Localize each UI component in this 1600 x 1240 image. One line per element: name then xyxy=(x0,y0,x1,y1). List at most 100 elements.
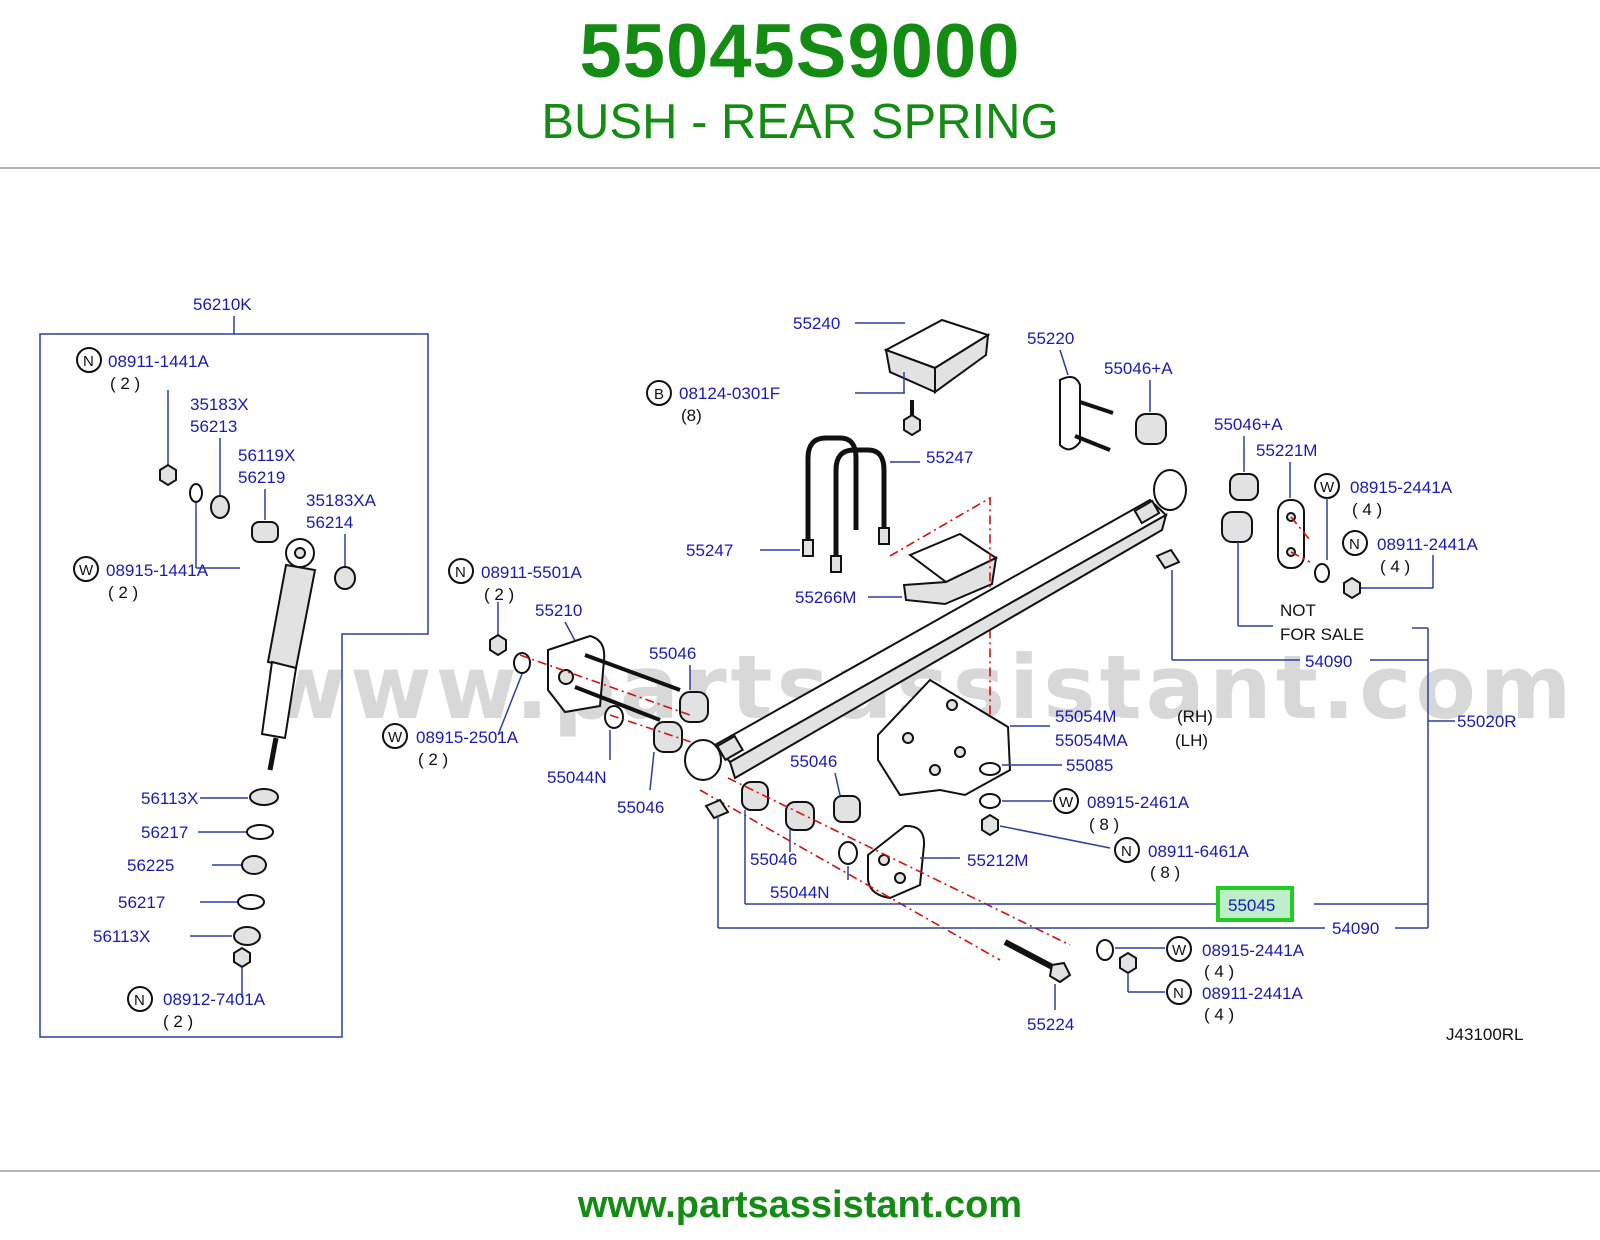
label-56217-upper[interactable]: 56217 xyxy=(141,823,188,842)
parts-diagram: www.partsassistant.com 56210K N 08911-14… xyxy=(39,295,1572,1044)
svg-text:( 2 ): ( 2 ) xyxy=(110,374,140,393)
label-56113X-lower[interactable]: 56113X xyxy=(93,927,150,946)
spring-plate-55054M-icon xyxy=(877,678,1012,797)
label-55020R[interactable]: 55020R xyxy=(1457,712,1517,731)
svg-text:W: W xyxy=(1320,479,1335,496)
label-35183X[interactable]: 35183X xyxy=(190,395,249,414)
washer-symbol-icon xyxy=(1053,788,1079,814)
label-55224[interactable]: 55224 xyxy=(1027,1015,1074,1034)
nut-symbol-icon xyxy=(448,558,474,584)
label-08911-2441A-lower[interactable]: 08911-2441A xyxy=(1202,984,1303,1003)
label-08124-0301F[interactable]: 08124-0301F xyxy=(679,384,780,403)
svg-text:( 2 ): ( 2 ) xyxy=(418,750,448,769)
bush-55046-icon xyxy=(833,795,861,823)
washer-icon xyxy=(1314,563,1330,583)
label-55044N-rear[interactable]: 55044N xyxy=(770,883,830,902)
u-bolt-55247-icon xyxy=(802,435,890,573)
label-08915-2441A-lower[interactable]: 08915-2441A xyxy=(1202,941,1305,960)
washer-56217-lower-icon xyxy=(237,894,265,910)
svg-text:B: B xyxy=(654,386,664,403)
page-header: 55045S9000 BUSH - REAR SPRING xyxy=(0,0,1600,170)
nut-icon xyxy=(1343,576,1361,600)
svg-text:( 4 ): ( 4 ) xyxy=(1204,962,1234,981)
label-56213[interactable]: 56213 xyxy=(190,417,237,436)
shackle-plate-55221M-icon xyxy=(1277,499,1305,569)
shock-absorber-icon xyxy=(260,538,317,771)
label-55044N-front[interactable]: 55044N xyxy=(547,768,607,787)
label-55046A-upper[interactable]: 55046+A xyxy=(1104,359,1173,378)
label-55046-d[interactable]: 55046 xyxy=(750,850,797,869)
bush-55046A-icon xyxy=(1229,473,1259,501)
label-55240[interactable]: 55240 xyxy=(793,314,840,333)
bushing-56214-icon xyxy=(334,566,356,590)
diagram-code: J43100RL xyxy=(1446,1025,1524,1044)
label-08912-7401A[interactable]: 08912-7401A xyxy=(163,990,266,1009)
svg-text:( 4 ): ( 4 ) xyxy=(1380,557,1410,576)
nut-icon xyxy=(159,463,177,487)
bush-pad-icon xyxy=(1155,548,1181,570)
svg-text:N: N xyxy=(134,992,145,1009)
bushing-56219-icon xyxy=(251,521,279,543)
label-56113X-upper[interactable]: 56113X xyxy=(141,789,198,808)
svg-text:W: W xyxy=(1172,942,1187,959)
part-number-title: 55045S9000 xyxy=(579,9,1021,94)
nut-icon xyxy=(981,813,999,837)
label-08915-2501A[interactable]: 08915-2501A xyxy=(416,728,519,747)
washer-icon xyxy=(513,652,531,674)
label-54090-upper[interactable]: 54090 xyxy=(1305,652,1352,671)
washer-symbol-icon xyxy=(1166,936,1192,962)
label-08911-6461A[interactable]: 08911-6461A xyxy=(1148,842,1249,861)
svg-text:( 8 ): ( 8 ) xyxy=(1150,863,1180,882)
bush-55046-icon xyxy=(653,721,683,753)
label-08915-2441A-upper[interactable]: 08915-2441A xyxy=(1350,478,1453,497)
label-56219[interactable]: 56219 xyxy=(238,468,285,487)
label-56210K[interactable]: 56210K xyxy=(193,295,252,314)
highlight-55045-box[interactable] xyxy=(1216,886,1294,922)
bolt-symbol-icon xyxy=(646,380,672,406)
svg-text:N: N xyxy=(1121,843,1132,860)
label-56119X[interactable]: 56119X xyxy=(238,446,295,465)
label-54090-lower[interactable]: 54090 xyxy=(1332,919,1379,938)
label-55046-c[interactable]: 55046 xyxy=(790,752,837,771)
label-55054MA[interactable]: 55054MA xyxy=(1055,731,1128,750)
svg-text:(LH): (LH) xyxy=(1175,731,1208,750)
label-55212M[interactable]: 55212M xyxy=(967,851,1028,870)
label-08915-1441A[interactable]: 08915-1441A xyxy=(106,561,209,580)
label-55210[interactable]: 55210 xyxy=(535,601,582,620)
bush-55046-icon xyxy=(679,691,709,723)
label-08911-5501A[interactable]: 08911-5501A xyxy=(481,563,582,582)
label-55266M[interactable]: 55266M xyxy=(795,588,856,607)
label-55046-b[interactable]: 55046 xyxy=(617,798,664,817)
svg-text:( 4 ): ( 4 ) xyxy=(1204,1005,1234,1024)
label-35183XA[interactable]: 35183XA xyxy=(306,491,377,510)
label-55220[interactable]: 55220 xyxy=(1027,329,1074,348)
shackle-55220-icon xyxy=(1059,375,1114,452)
nut-symbol-icon xyxy=(1166,979,1192,1005)
bumper-55240-icon xyxy=(883,318,991,394)
label-56214[interactable]: 56214 xyxy=(306,513,353,532)
label-55221M[interactable]: 55221M xyxy=(1256,441,1317,460)
label-55247-b[interactable]: 55247 xyxy=(686,541,733,560)
bolt-55224-icon xyxy=(1003,939,1072,984)
label-56217-lower[interactable]: 56217 xyxy=(118,893,165,912)
label-55045[interactable]: 55045 xyxy=(1228,896,1275,915)
label-55247-a[interactable]: 55247 xyxy=(926,448,973,467)
bushing-56225-icon xyxy=(241,855,267,875)
label-08911-2441A-upper[interactable]: 08911-2441A xyxy=(1377,535,1478,554)
label-55046-a[interactable]: 55046 xyxy=(649,644,696,663)
nut-icon xyxy=(1119,951,1137,975)
svg-text:( 2 ): ( 2 ) xyxy=(108,583,138,602)
bushing-56113X-lower-icon xyxy=(233,926,261,946)
bushing-56113X-icon xyxy=(249,788,279,806)
shock-group-frame xyxy=(39,333,429,1038)
footer-url[interactable]: www.partsassistant.com xyxy=(577,1184,1023,1226)
label-08915-2461A[interactable]: 08915-2461A xyxy=(1087,793,1190,812)
svg-text:( 8 ): ( 8 ) xyxy=(1089,815,1119,834)
label-08911-1441A[interactable]: 08911-1441A xyxy=(108,352,209,371)
label-55054M[interactable]: 55054M xyxy=(1055,707,1116,726)
washer-icon xyxy=(189,483,203,503)
label-56225[interactable]: 56225 xyxy=(127,856,174,875)
label-55046A-lower[interactable]: 55046+A xyxy=(1214,415,1283,434)
label-55085[interactable]: 55085 xyxy=(1066,756,1113,775)
nut-symbol-icon xyxy=(1114,837,1140,863)
